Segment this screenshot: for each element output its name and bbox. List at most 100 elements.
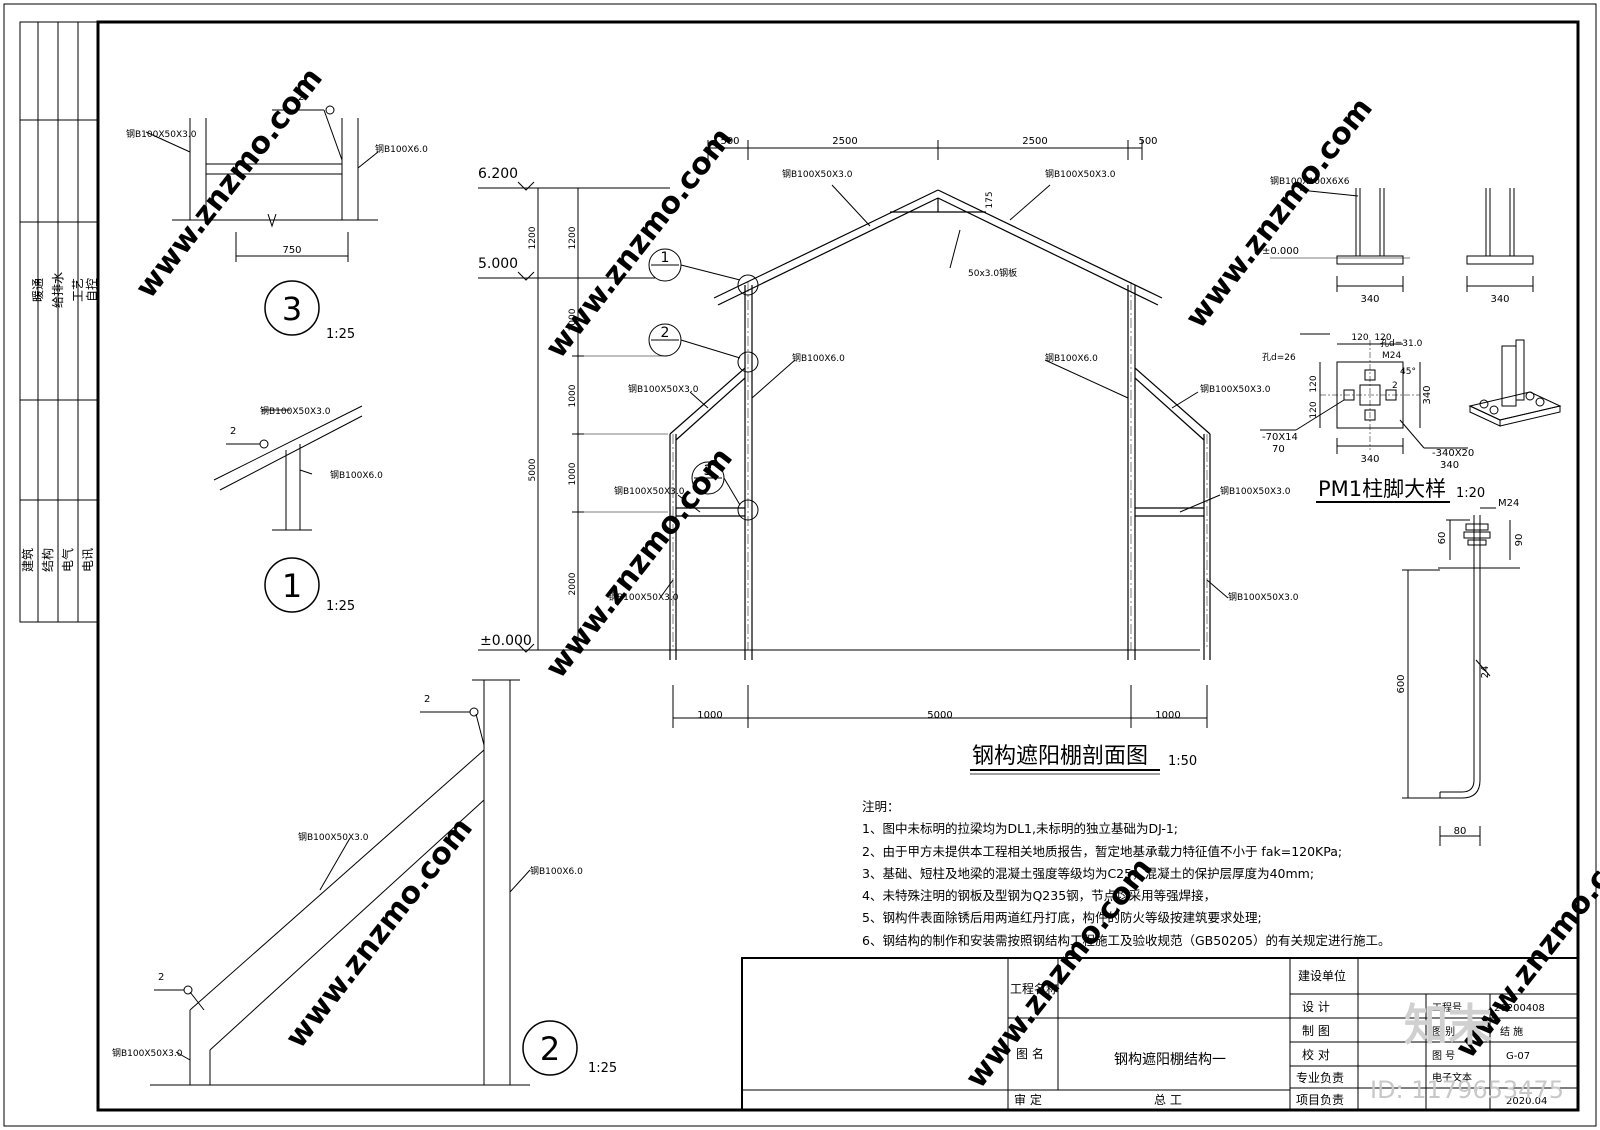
tb-label: 电子文本 — [1432, 1071, 1472, 1084]
ridge-dim: 175 — [985, 191, 995, 208]
strip-label: 建筑 — [20, 548, 35, 572]
dim-value: 120 — [1351, 333, 1368, 343]
dim-left: 1000 — [568, 462, 578, 485]
member-label: 钢B100X50X3.0 — [126, 128, 197, 140]
watermark-text: www.znzmo.com — [1179, 91, 1380, 335]
tb-drawing-name: 钢构遮阳棚结构一 — [1114, 1052, 1226, 1068]
member-label: 钢B100X6.0 — [792, 352, 845, 364]
section-scale: 1:50 — [1168, 754, 1197, 769]
dim-value: 120 — [1374, 333, 1391, 343]
bolt-size: M24 — [1498, 498, 1519, 509]
tb-label: 校 对 — [1302, 1047, 1330, 1062]
member-label: 钢B100X50X3.0 — [260, 405, 331, 417]
member-label: 钢B100X50X3.0 — [608, 591, 679, 603]
strip-label: 工艺 — [71, 278, 85, 302]
dim-top: 2500 — [1022, 136, 1047, 147]
member-label: 钢B100X50X3.0 — [112, 1047, 183, 1059]
member-label: 钢B100X50X3.0 — [614, 485, 685, 497]
dim-value: 120 — [1309, 375, 1319, 392]
dim-bottom: 1000 — [1155, 710, 1180, 721]
section-view — [478, 140, 1229, 775]
dim-value: 340 — [1490, 294, 1509, 305]
note-item: 1、图中未标明的拉梁均为DL1,未标明的独立基础为DJ-1; — [862, 821, 1179, 837]
dim-top: 2500 — [832, 136, 857, 147]
pm1-scale: 1:20 — [1456, 486, 1485, 501]
dim-value: 90 — [1514, 534, 1525, 547]
watermark-overlay: 知末 ID: 1179653475 — [1370, 1000, 1564, 1104]
member-label: 钢B100X6.0 — [330, 469, 383, 481]
tb-label: 图 别 — [1432, 1026, 1455, 1038]
anchor-bolt-texts: M24 60 90 600 24 80 — [1396, 498, 1525, 837]
tb-value: G-07 — [1506, 1051, 1530, 1062]
tb-label: 工程名称 — [1010, 981, 1058, 996]
tb-label: 审 定 — [1014, 1092, 1042, 1107]
note-item: 2、由于甲方未提供本工程相关地质报告，暂定地基承载力特征值不小于 fak=120… — [862, 843, 1343, 859]
member-label: 钢B100X50X3.0 — [1228, 591, 1299, 603]
detail-scale: 1:25 — [588, 1061, 617, 1076]
hole-label: 孔d=31.0 — [1380, 338, 1423, 349]
detail-3-texts: 钢B100X50X3.0 钢B100X6.0 2 750 3 1:25 — [126, 92, 428, 342]
detail-scale: 1:25 — [326, 599, 355, 614]
plate-label: -340X20 — [1432, 448, 1474, 459]
detail-2-texts: 钢B100X50X3.0 钢B100X6.0 钢B100X50X3.0 2 2 … — [112, 694, 617, 1076]
tb-label: 制 图 — [1302, 1024, 1330, 1038]
weld-mark: 2 — [424, 694, 430, 705]
tb-label: 图 号 — [1432, 1050, 1455, 1062]
anchor-bolt — [1402, 507, 1520, 846]
bolt-size: M24 — [1382, 351, 1401, 361]
strip-label: 给排水 — [51, 272, 65, 308]
left-strip-labels: 暖通 给排水 工艺 自控 建筑 结构 电气 电讯 — [20, 272, 99, 572]
tb-label: 设 计 — [1302, 1000, 1330, 1014]
dim-left: 5000 — [528, 458, 538, 481]
general-notes: 注明： 1、图中未标明的拉梁均为DL1,未标明的独立基础为DJ-1; 2、由于甲… — [862, 796, 1542, 952]
strip-label: 电气 — [60, 548, 75, 572]
detail-2 — [150, 679, 578, 1086]
callout-number: 3 — [704, 463, 713, 479]
detail-1 — [213, 405, 363, 613]
tb-value: 结 施 — [1500, 1025, 1523, 1038]
strip-label: 暖通 — [31, 278, 45, 302]
dim-value: 80 — [1454, 826, 1467, 837]
weld-mark: 2 — [298, 92, 304, 103]
dim-value: 600 — [1396, 674, 1407, 693]
detail-number: 3 — [282, 290, 302, 328]
member-label: 钢B100X50X3.0 — [1220, 485, 1291, 497]
member-label: 钢B100X50X3.0 — [298, 831, 369, 843]
tb-value: 20200408 — [1494, 1003, 1545, 1014]
note-item: 6、钢结构的制作和安装需按照钢结构工程施工及验收规范（GB50205）的有关规定… — [862, 932, 1391, 948]
dim-value: 60 — [1437, 532, 1448, 545]
member-label: 钢B100X100X6X6 — [1270, 175, 1350, 187]
dim-value: 750 — [282, 245, 301, 256]
dim-bottom: 1000 — [697, 710, 722, 721]
tb-label: 工程号 — [1432, 1002, 1462, 1014]
callout-number: 2 — [661, 325, 670, 341]
member-label: 钢B100X50X3.0 — [782, 168, 853, 180]
dim-left: 1200 — [568, 226, 578, 249]
notes-heading: 注明： — [862, 799, 900, 814]
member-label: 钢B100X50X3.0 — [628, 383, 699, 395]
detail-3 — [145, 105, 379, 336]
note-item: 4、未特殊注明的钢板及型钢为Q235钢，节点均采用等强焊接， — [862, 888, 1217, 904]
dim-top: 500 — [1138, 136, 1157, 147]
weld-mark: 2 — [1392, 381, 1398, 391]
dim-left: 1000 — [568, 308, 578, 331]
level-label: 6.200 — [478, 166, 518, 182]
member-label: 钢B100X6.0 — [1045, 352, 1098, 364]
detail-scale: 1:25 — [326, 327, 355, 342]
tb-label: 专业负责 — [1296, 1070, 1344, 1085]
dim-left: 1200 — [528, 226, 538, 249]
tb-label: 总 工 — [1154, 1093, 1182, 1107]
dim-left: 2000 — [568, 572, 578, 595]
note-item: 5、钢构件表面除锈后用两道红丹打底，构件的防火等级按建筑要求处理; — [862, 910, 1262, 926]
title-block — [741, 957, 1579, 1111]
member-label: 钢B100X6.0 — [530, 865, 583, 877]
detail-number: 1 — [282, 567, 302, 605]
dim-bottom: 5000 — [927, 710, 952, 721]
member-label: 钢B100X50X3.0 — [1045, 168, 1116, 180]
dim-top: 500 — [720, 136, 739, 147]
level-label: ±0.000 — [1262, 246, 1299, 257]
tb-label: 图 名 — [1016, 1046, 1044, 1061]
dim-value: 24 — [1480, 666, 1491, 679]
strip-label: 自控 — [85, 278, 99, 302]
